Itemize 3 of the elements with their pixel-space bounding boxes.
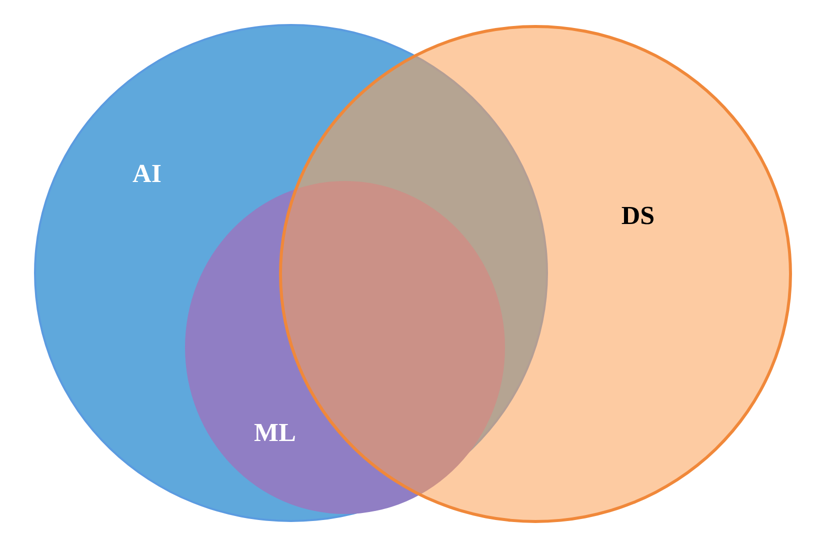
circle-label: AI: [132, 159, 162, 189]
circle-label: DS: [621, 201, 655, 231]
circle-label: ML: [254, 418, 296, 448]
